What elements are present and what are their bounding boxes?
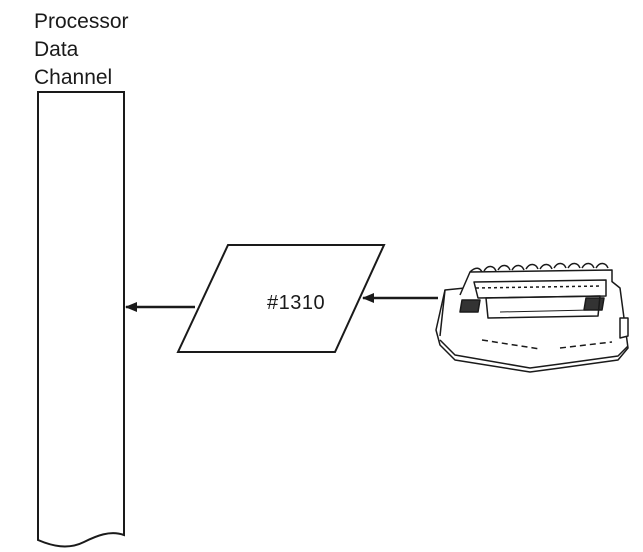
adapter-label: #1310 xyxy=(267,292,325,315)
dot-matrix-printer-icon xyxy=(436,263,628,372)
processor-data-channel-box xyxy=(38,92,124,546)
